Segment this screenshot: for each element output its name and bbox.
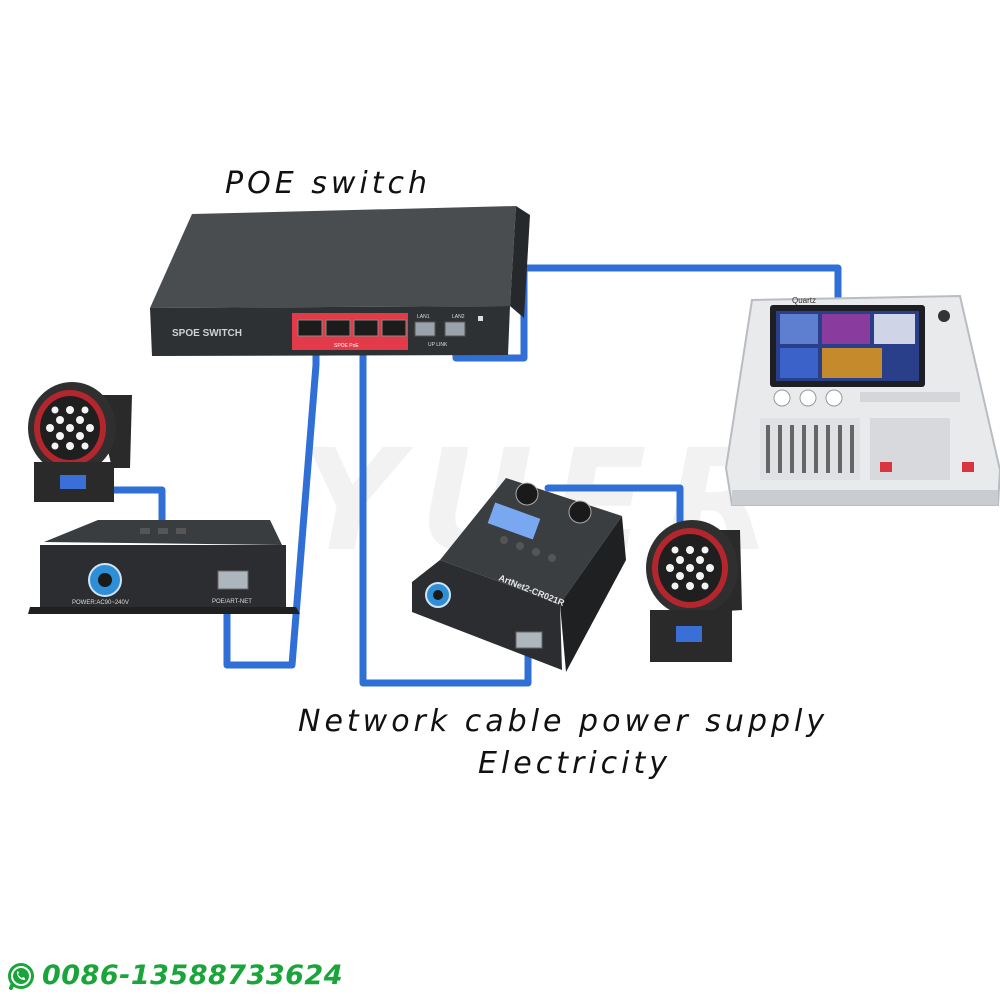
light-left-led-array — [46, 406, 94, 450]
console-button-row — [860, 392, 960, 402]
console-fader-3 — [790, 425, 794, 473]
decoder-left-button-2 — [158, 528, 168, 534]
console-fader-7 — [838, 425, 842, 473]
console-fader-4 — [802, 425, 806, 473]
console-screen-visual — [822, 348, 882, 378]
switch-front-label: SPOE SWITCH — [172, 328, 242, 339]
decoder-center-button-1 — [500, 536, 508, 544]
console-encoder-3 — [825, 389, 843, 407]
cable-center-decoder-to-right-light — [544, 484, 684, 534]
console-red-key-2 — [962, 462, 974, 472]
uplink-port-1 — [414, 321, 436, 337]
decoder-left-front — [40, 545, 286, 607]
caption-electricity: Electricity — [478, 746, 672, 781]
console-base — [732, 490, 998, 505]
uplink-label-1: LAN1 — [417, 314, 430, 320]
console-fader-8 — [850, 425, 854, 473]
console-fader-2 — [778, 425, 782, 473]
poe-port-2 — [325, 319, 351, 337]
lighting-console: Quartz — [724, 294, 1000, 506]
decoder-left-flange — [28, 607, 300, 614]
cable-left-light-to-left-decoder — [108, 486, 166, 532]
console-encoder-1 — [773, 389, 791, 407]
light-right-display — [676, 626, 702, 642]
console-power-knob — [938, 310, 950, 322]
uplink-label-2: LAN2 — [452, 314, 465, 320]
console-encoder-2 — [799, 389, 817, 407]
moving-head-light-right — [646, 520, 742, 662]
decoder-left: POWER:AC90~240V POE/ART-NET — [28, 520, 300, 614]
console-fader-bank — [760, 418, 860, 480]
poe-port-3 — [353, 319, 379, 337]
decoder-left-button-1 — [140, 528, 150, 534]
contact-line: 0086-13588733624 — [6, 960, 343, 991]
uplink-caption: UP LINK — [428, 342, 448, 348]
console-fader-1 — [766, 425, 770, 473]
light-left-display — [60, 475, 86, 489]
poe-port-label: SPOE PoE — [334, 343, 359, 349]
cable-switch-to-left-decoder — [223, 336, 320, 669]
poe-switch: SPOE SWITCH SPOE PoE LAN1 LAN2 UP LINK — [150, 206, 530, 356]
moving-head-light-left — [28, 382, 132, 502]
cable-switch-to-center-decoder — [359, 336, 532, 687]
console-screen-panel-1 — [780, 314, 818, 344]
console-screen-list — [780, 348, 818, 378]
decoder-center-xlr-2 — [568, 500, 592, 524]
console-brand-label: Quartz — [792, 296, 816, 305]
switch-title: POE switch — [225, 166, 431, 201]
uplink-port-2 — [444, 321, 466, 337]
decoder-left-power-label: POWER:AC90~240V — [72, 600, 129, 606]
light-right-led-array — [666, 546, 714, 590]
decoder-center-side — [560, 516, 626, 672]
switch-top — [150, 206, 516, 308]
decoder-center-button-3 — [532, 548, 540, 556]
console-fader-6 — [826, 425, 830, 473]
caption-network-cable-power: Network cable power supply — [298, 704, 829, 739]
poe-port-1 — [297, 319, 323, 337]
console-red-key-1 — [880, 462, 892, 472]
console-screen-panel-2 — [822, 314, 870, 344]
decoder-center-button-4 — [548, 554, 556, 562]
decoder-center-rj45 — [515, 631, 543, 649]
console-fader-5 — [814, 425, 818, 473]
decoder-center-xlr-1 — [515, 482, 539, 506]
decoder-center-power-core — [433, 590, 443, 600]
power-led — [478, 316, 483, 321]
poe-port-4 — [381, 319, 407, 337]
decoder-left-rj45 — [217, 570, 249, 590]
decoder-left-power-core — [98, 573, 112, 587]
decoder-left-button-3 — [176, 528, 186, 534]
decoder-left-rj45-label: POE/ART-NET — [212, 599, 252, 605]
console-screen-panel-3 — [874, 314, 915, 344]
decoder-center-button-2 — [516, 542, 524, 550]
decoder-center: ArtNet2-CR021R — [412, 478, 626, 672]
switch-side — [510, 206, 530, 318]
whatsapp-icon — [8, 962, 34, 990]
contact-phone-number: 0086-13588733624 — [42, 960, 344, 991]
decoder-center-lcd — [487, 502, 541, 540]
